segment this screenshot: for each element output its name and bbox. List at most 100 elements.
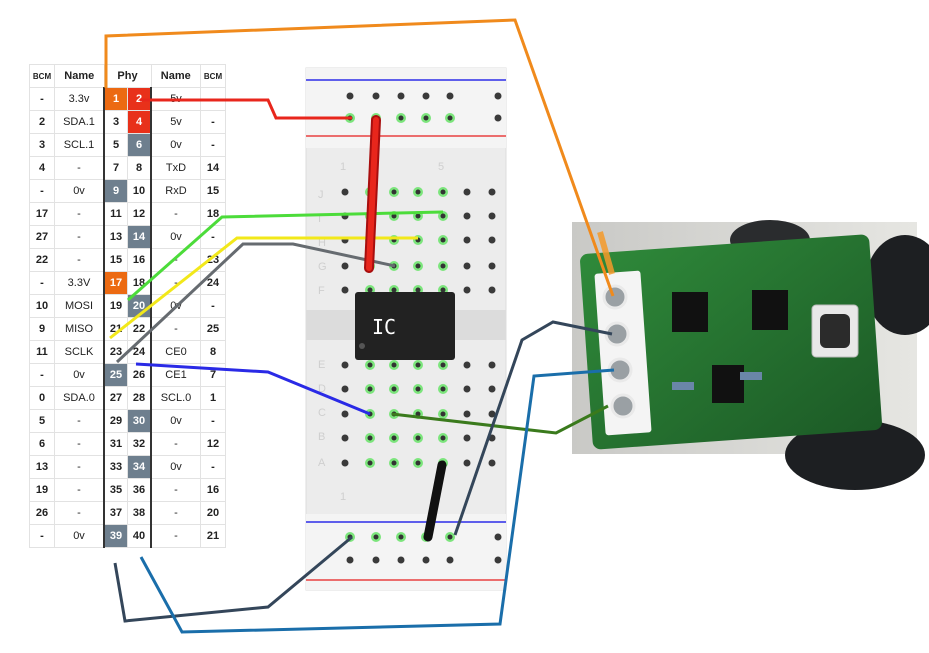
breadboard-hole-center [440, 362, 446, 368]
header-pin-1 [602, 284, 628, 310]
breadboard-hole [494, 556, 502, 564]
breadboard-hole-center [415, 189, 421, 195]
name-left-cell: - [54, 501, 105, 525]
name-left-cell: SDA.1 [54, 110, 105, 134]
bcm-left-cell: 17 [29, 202, 55, 226]
breadboard-hole [494, 114, 502, 122]
breadboard-hole [372, 92, 380, 100]
darkgreen-sensor-wire [391, 404, 609, 435]
gray-sclk-wire [115, 242, 396, 364]
phy-right-cell: 16 [127, 248, 152, 272]
blue-ce0-wire [135, 362, 371, 416]
breadboard-hole-center [391, 460, 397, 466]
breadboard-hole [346, 92, 354, 100]
name-right-cell: 5v [150, 110, 201, 134]
header-pin-4 [610, 393, 636, 419]
phy-right-cell: 28 [127, 386, 152, 410]
bcm-right-cell: 21 [200, 524, 226, 548]
bcm-left-cell: 27 [29, 225, 55, 249]
breadboard-hole-center [415, 411, 421, 417]
ic-chip: IC [355, 292, 455, 360]
breadboard-hole-center [367, 386, 373, 392]
bcm-left-cell: 0 [29, 386, 55, 410]
bottom-power-rail [306, 514, 506, 590]
phy-left-cell: 11 [103, 202, 128, 226]
name-right-cell: - [150, 501, 201, 525]
phy-left-cell: 27 [103, 386, 128, 410]
row-letter-d: D [318, 383, 326, 395]
breadboard-hole-center [415, 287, 421, 293]
yellow-miso-wire [109, 236, 418, 340]
smd-chip-3 [712, 365, 744, 403]
row-letter-i: I [318, 213, 321, 225]
bcm-left-cell: 4 [29, 156, 55, 180]
phy-left-cell: 15 [103, 248, 128, 272]
black-jumper [423, 460, 447, 542]
phy-right-cell: 32 [127, 432, 152, 456]
breadboard-hole-center [440, 213, 446, 219]
breadboard-hole-center [367, 435, 373, 441]
photo-clamp-top [865, 235, 929, 335]
header-bcm-left: BCM [29, 64, 55, 88]
bcm-right-cell: 15 [200, 179, 226, 203]
column-mark-1-top: 1 [340, 161, 346, 173]
breadboard-hole-center [440, 237, 446, 243]
breadboard-hole [463, 262, 471, 270]
breadboard-hole-center [447, 534, 453, 540]
breadboard-hole [397, 556, 405, 564]
red-5v-wire [140, 98, 352, 120]
phy-left-cell: 1 [103, 87, 128, 111]
breadboard-hole-center [440, 411, 446, 417]
breadboard-hole [463, 361, 471, 369]
breadboard-hole [446, 556, 454, 564]
phy-left-cell: 7 [103, 156, 128, 180]
breadboard-hole [346, 556, 354, 564]
breadboard-hole [463, 212, 471, 220]
ic-chip-body [355, 292, 455, 360]
phy-left-cell: 17 [103, 271, 128, 295]
breadboard-hole [341, 385, 349, 393]
breadboard-hole [463, 188, 471, 196]
breadboard-hole [341, 459, 349, 467]
breadboard-hole [488, 286, 496, 294]
bcm-right-cell: 8 [200, 340, 226, 364]
smd-chip-1 [672, 292, 708, 332]
breadboard-hole-center [423, 115, 429, 121]
phy-left-cell: 3 [103, 110, 128, 134]
breadboard-hole-center [367, 362, 373, 368]
breadboard-hole-center [415, 435, 421, 441]
row-letter-b: B [318, 431, 325, 443]
breadboard-hole [341, 361, 349, 369]
name-left-cell: SCL.1 [54, 133, 105, 157]
row-letter-g: G [318, 261, 327, 273]
bcm-right-cell: - [200, 225, 226, 249]
photo-clamp-bottom [785, 420, 925, 490]
name-right-cell: - [150, 202, 201, 226]
breadboard-hole [341, 262, 349, 270]
phy-left-cell: 19 [103, 294, 128, 318]
breadboard-hole-center [391, 213, 397, 219]
phy-left-cell: 5 [103, 133, 128, 157]
breadboard-hole [463, 236, 471, 244]
smd-chip-2 [752, 290, 788, 330]
name-left-cell: - [54, 432, 105, 456]
breadboard-hole [463, 434, 471, 442]
bcm-right-cell: - [200, 133, 226, 157]
breadboard-hole [494, 533, 502, 541]
breadboard-hole-center [440, 386, 446, 392]
photo-orange-wire [597, 231, 615, 275]
orange-3v3-wire [104, 18, 615, 297]
breadboard-hole [488, 385, 496, 393]
row-letter-j: J [318, 189, 324, 201]
breadboard-hole-center [415, 263, 421, 269]
phy-right-cell: 14 [127, 225, 152, 249]
bcm-left-cell: 10 [29, 294, 55, 318]
bcm-right-cell: 14 [200, 156, 226, 180]
